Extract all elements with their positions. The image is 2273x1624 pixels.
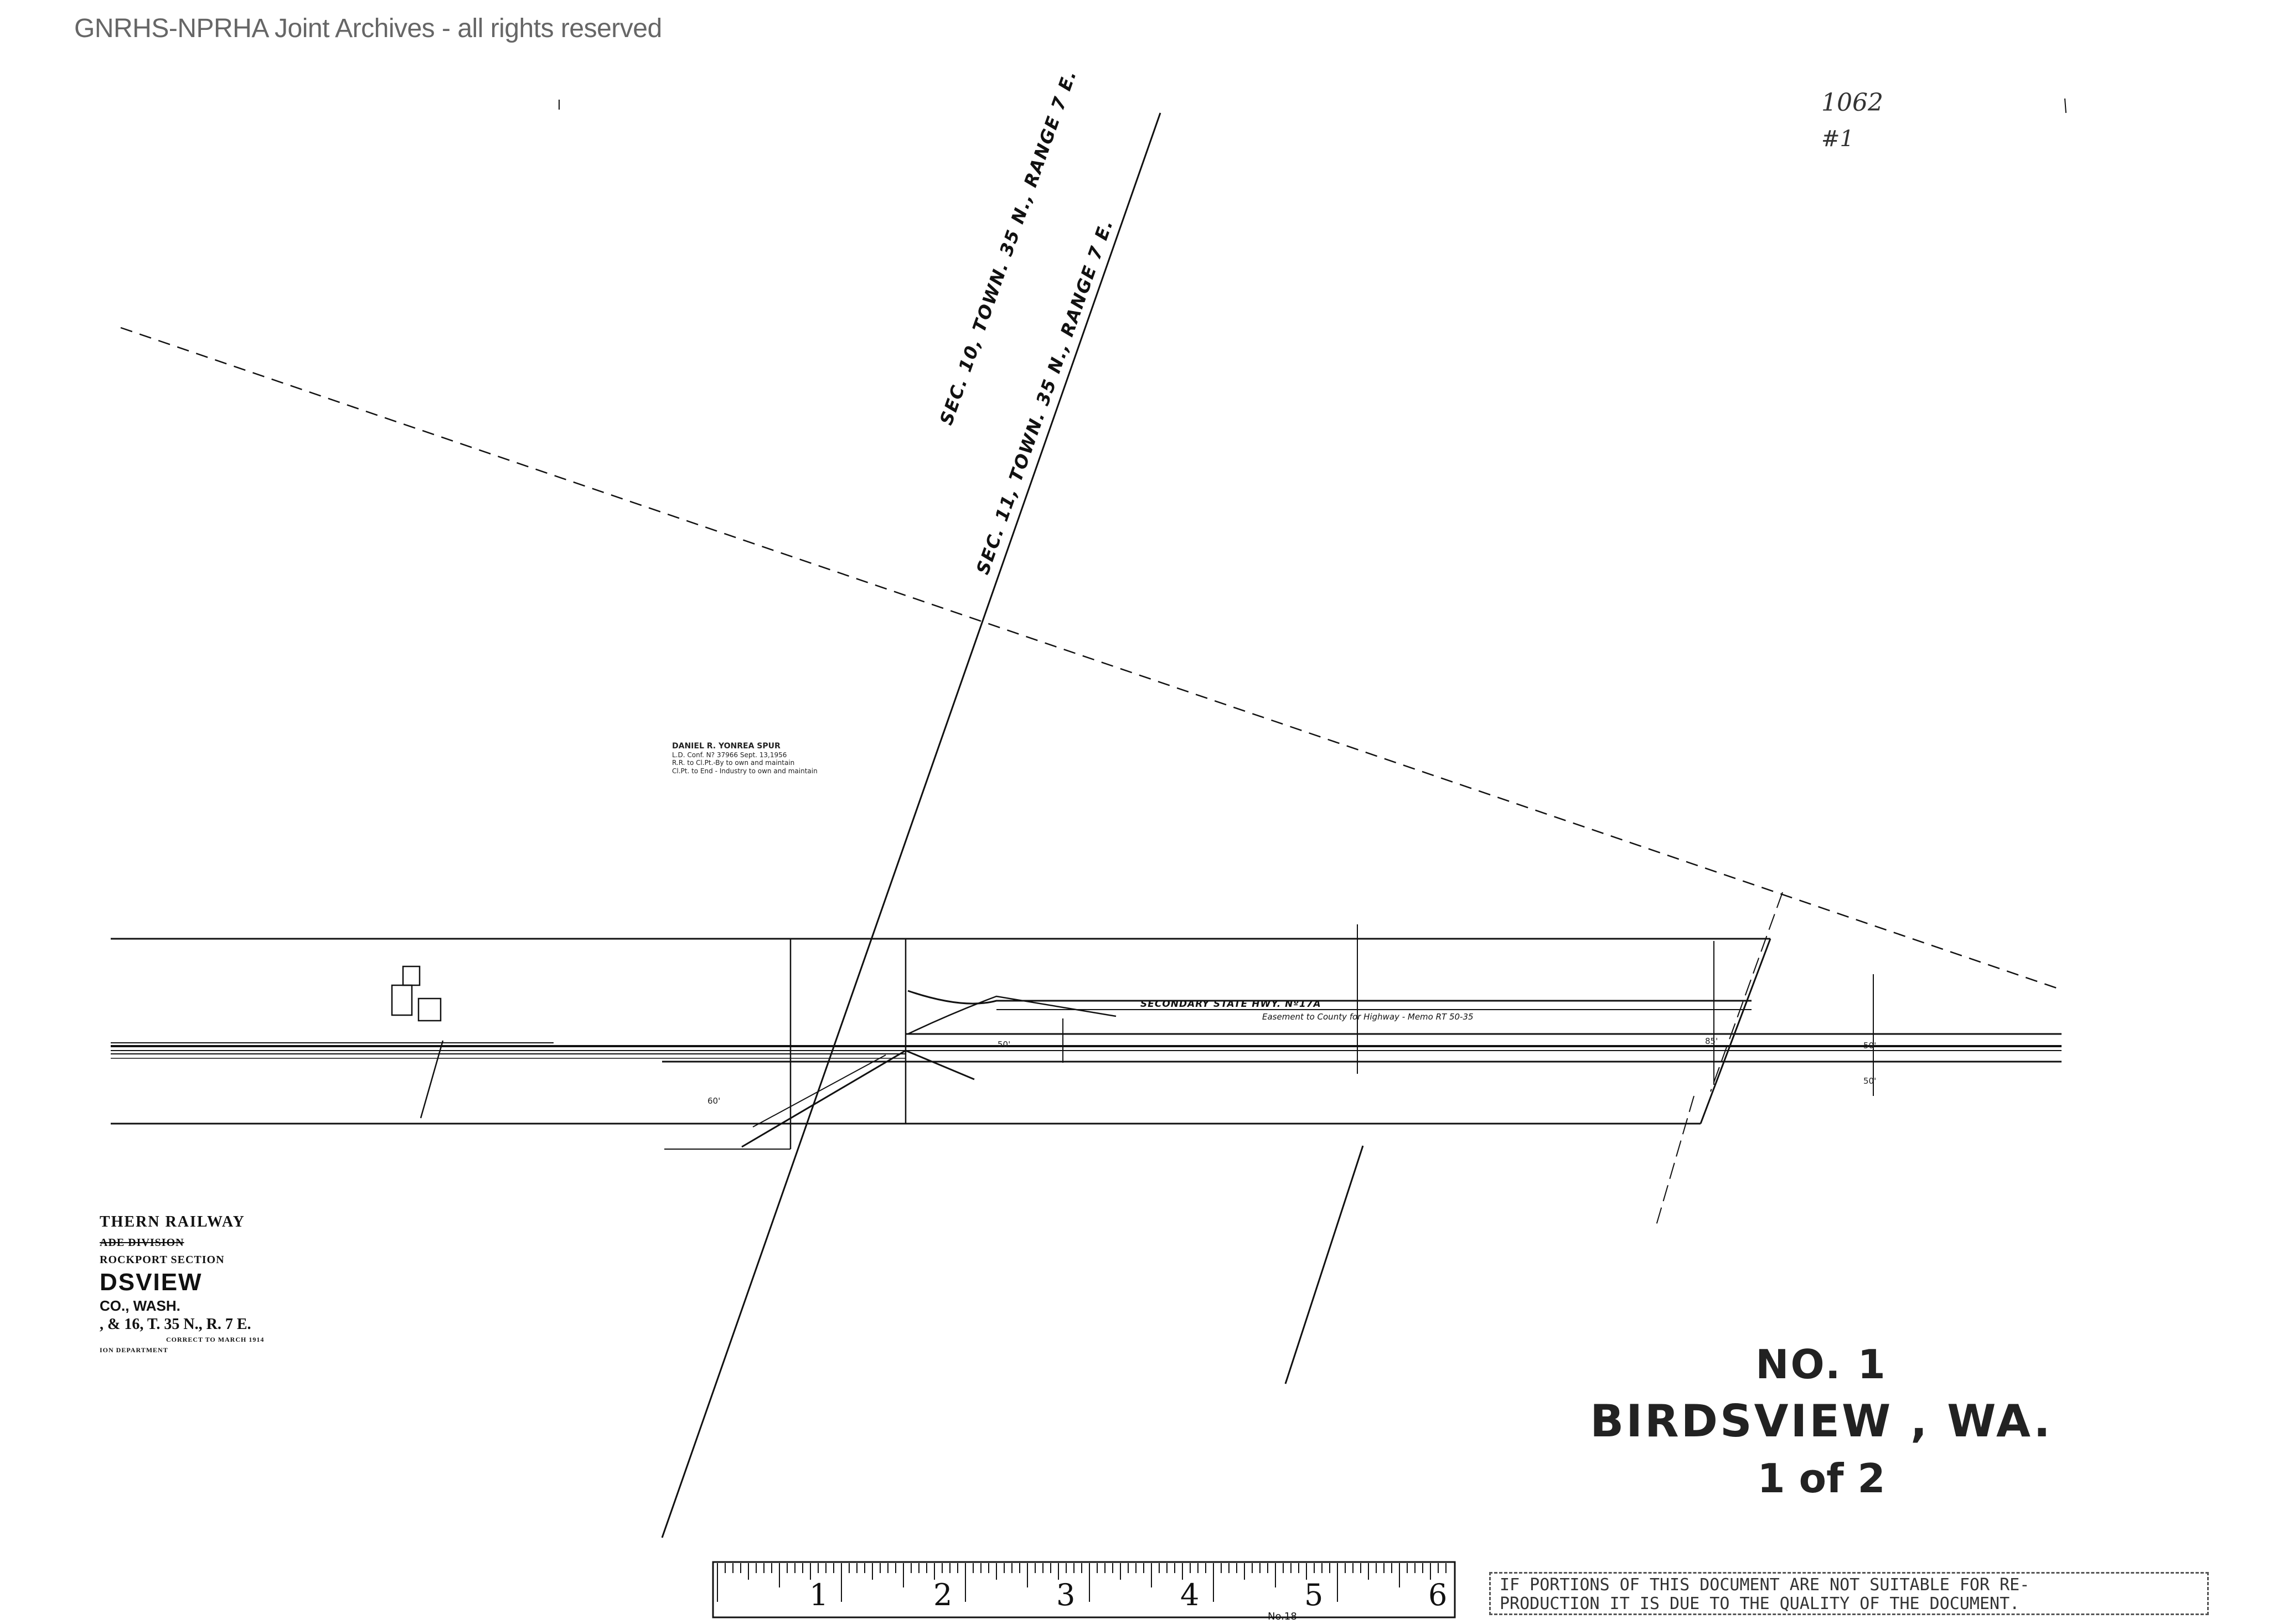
right-dashed-diagonal (1710, 892, 1783, 1092)
notice-line-1: IF PORTIONS OF THIS DOCUMENT ARE NOT SUI… (1500, 1575, 2030, 1595)
right-dashed-extension (1655, 1095, 1695, 1229)
right-row-diagonal (1699, 938, 1771, 1124)
legend-township: , & 16, T. 35 N., R. 7 E. (100, 1316, 251, 1333)
legend-section: ROCKPORT SECTION (100, 1254, 225, 1266)
ruler-number-2: 2 (933, 1578, 953, 1612)
sheet-number: #1 (1821, 126, 1854, 152)
depot-icon (417, 997, 442, 1022)
spur-note-clpt: Cl.Pt. to End - Industry to own and main… (672, 767, 818, 775)
scale-ruler (712, 1561, 1456, 1618)
title-sheet: 1 of 2 (1757, 1455, 1885, 1502)
spur-note-conf: L.D. Conf. N? 37966 Sept. 13,1956 (672, 751, 787, 759)
reproduction-notice: IF PORTIONS OF THIS DOCUMENT ARE NOT SUI… (1489, 1572, 2209, 1615)
station-building-icon (391, 984, 413, 1016)
ruler-number-3: 3 (1056, 1578, 1076, 1612)
station-annex-icon (402, 965, 421, 986)
ruler-number-4: 4 (1180, 1578, 1200, 1612)
archive-watermark: GNRHS-NPRHA Joint Archives - all rights … (74, 14, 662, 43)
dimension-50-b: 50' (1863, 1041, 1877, 1051)
title-number: NO. 1 (1755, 1341, 1887, 1388)
legend-correct: CORRECT TO MARCH 1914 (166, 1336, 265, 1343)
dimension-50-a: 50' (998, 1039, 1011, 1049)
highway-edge-top (907, 990, 1752, 1005)
highway-easement: Easement to County for Highway - Memo RT… (1262, 1012, 1474, 1022)
ruler-number-5: 5 (1304, 1578, 1324, 1612)
lower-diagonal (1284, 1145, 1364, 1384)
dashed-property-line (120, 327, 2062, 991)
spur-track (741, 1049, 975, 1148)
legend-county: CO., WASH. (100, 1297, 180, 1314)
spur-note: DANIEL R. YONREA SPUR L.D. Conf. N? 3796… (672, 742, 818, 775)
highway-curve (907, 995, 1117, 1035)
spur-note-title: DANIEL R. YONREA SPUR (672, 742, 781, 751)
title-block: NO. 1 BIRDSVIEW , WA. 1 of 2 (1572, 1339, 2070, 1503)
ruler-numbers: 1 2 3 4 5 6 (712, 1578, 1459, 1612)
ruler-number-6: 6 (1428, 1578, 1448, 1612)
notice-line-2: PRODUCTION IT IS DUE TO THE QUALITY OF T… (1500, 1594, 2020, 1613)
dimension-50-c: 50' (1863, 1076, 1877, 1086)
legend-division: ADE DIVISION (100, 1237, 184, 1249)
dimension-85: 85' (1705, 1036, 1718, 1046)
highway-label: SECONDARY STATE HWY. Nº17A (1140, 999, 1321, 1010)
ruler-number-1: 1 (809, 1578, 829, 1612)
legend-railway: THERN RAILWAY (100, 1213, 245, 1230)
title-station: BIRDSVIEW , WA. (1590, 1395, 2053, 1447)
legend-block: THERN RAILWAY ADE DIVISION ROCKPORT SECT… (100, 1213, 264, 1354)
sheet-reference: 1062 (1821, 89, 1883, 117)
spur-note-rr: R.R. to Cl.Pt.-By to own and maintain (672, 759, 795, 767)
section-boundary-line (661, 112, 1161, 1538)
spur-track-2 (752, 1054, 886, 1128)
dimension-60: 60' (707, 1096, 721, 1106)
station-diagonal (420, 1040, 444, 1119)
legend-department: ION DEPARTMENT (100, 1346, 168, 1354)
ruler-model: No.18 (1268, 1611, 1297, 1622)
legend-station: DSVIEW (100, 1269, 203, 1296)
